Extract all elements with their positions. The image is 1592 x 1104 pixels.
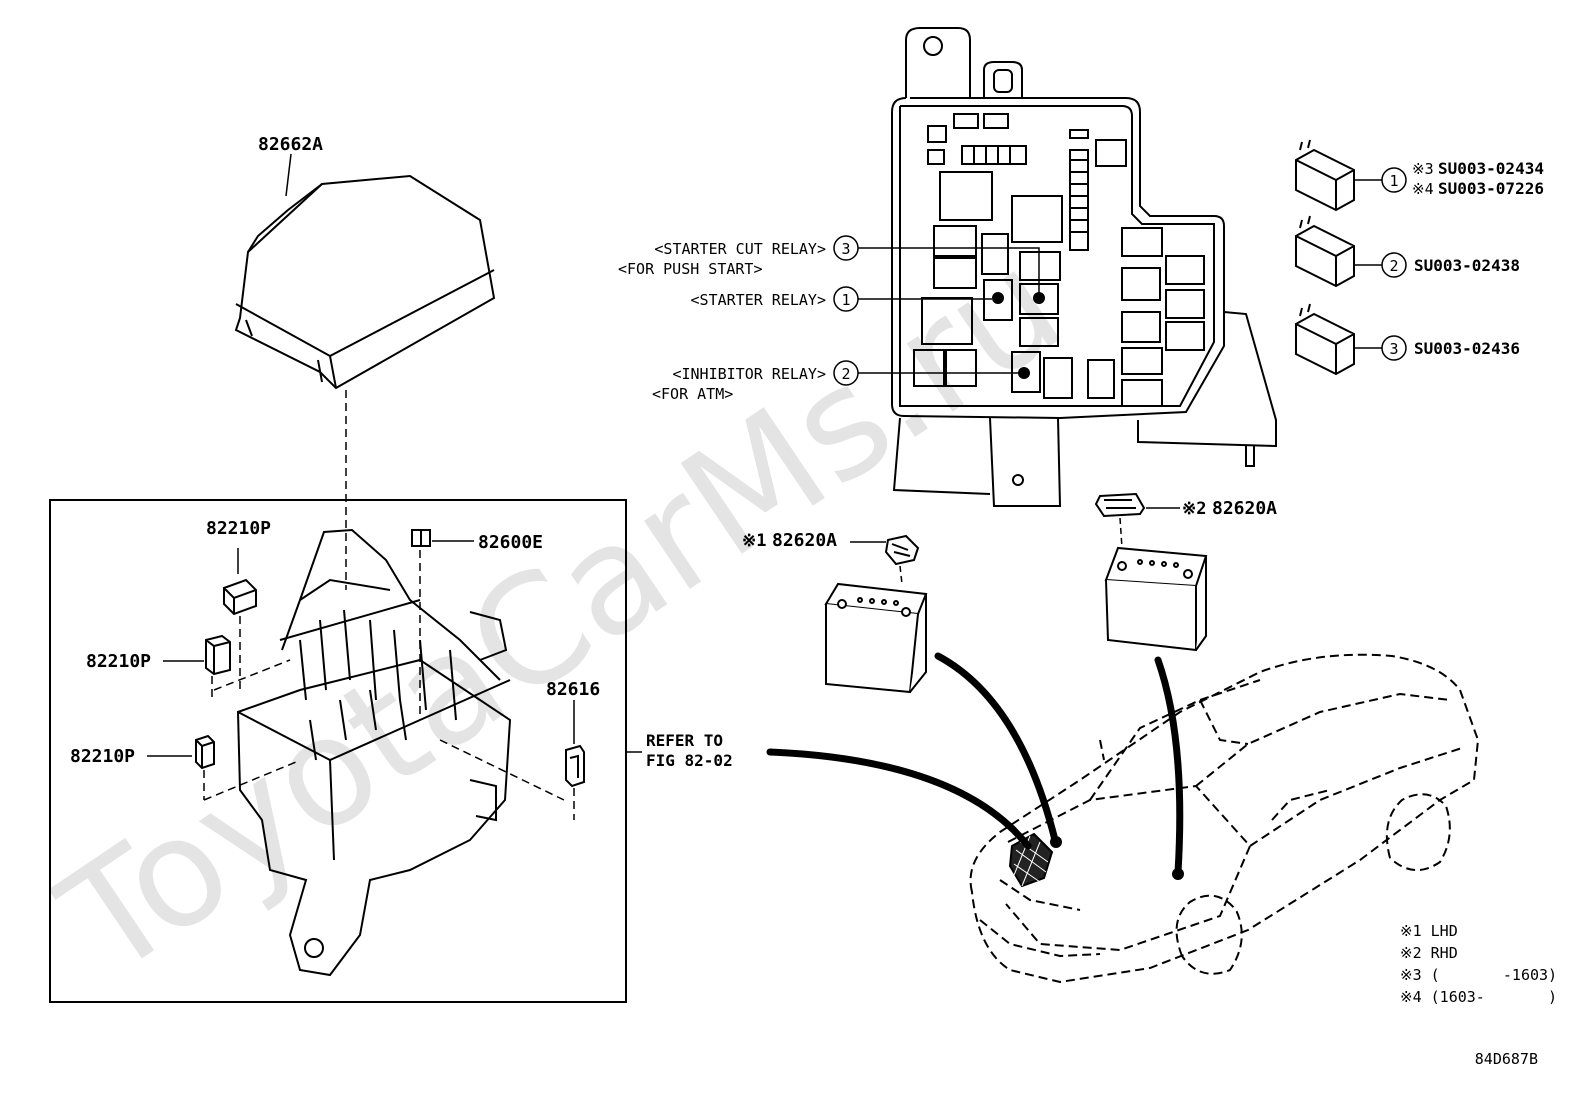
relay-82210p-low	[195, 734, 215, 770]
battery-lhd	[824, 582, 928, 694]
refer-line-2: FIG 82-02	[646, 751, 733, 770]
note-3: ※3 ( -1603)	[1400, 966, 1557, 984]
rhd-mark: ※2	[1182, 499, 1206, 519]
relay-82210p-top	[223, 578, 257, 616]
relay-part-1-number-b: SU003-07226	[1438, 179, 1544, 198]
relay-part-top-label: 82210P	[206, 518, 271, 539]
clip-82616	[565, 744, 585, 788]
cover-part-number: 82662A	[258, 134, 323, 155]
fuse-box-top-view	[891, 27, 1277, 507]
relay-leaders	[858, 247, 1040, 374]
starter-relay-label: <STARTER RELAY>	[691, 291, 826, 309]
notes: ※1 LHD ※2 RHD ※3 ( -1603) ※4 (1603- )	[1400, 922, 1557, 1006]
clip-part-label: 82616	[546, 679, 600, 700]
fuse-box-frame	[49, 499, 627, 1003]
callout-1-starter: 1	[833, 286, 859, 312]
lhd-part: 82620A	[772, 530, 837, 551]
watermark: ToyotaCarMs.ru	[32, 217, 1091, 1010]
location-leaders	[766, 652, 1184, 876]
fusible-link-rhd	[1094, 492, 1146, 518]
relay-part-mid-label: 82210P	[86, 651, 151, 672]
diagram-code: 84D687B	[1475, 1050, 1538, 1068]
battery-rhd	[1104, 546, 1208, 652]
fuse-box-body	[236, 528, 512, 977]
callout-2-number: 2	[841, 365, 850, 383]
callout-2-inhibitor: 2	[833, 360, 859, 386]
relay-part-1-callout: 1	[1389, 172, 1398, 190]
relay-part-1-mark-a: ※3	[1412, 160, 1434, 178]
inhibitor-relay-label: <INHIBITOR RELAY>	[672, 365, 826, 383]
location-dots	[1050, 836, 1184, 880]
starter-cut-relay-label: <STARTER CUT RELAY>	[654, 240, 826, 258]
note-4: ※4 (1603- )	[1400, 988, 1557, 1006]
for-atm-label: <FOR ATM>	[652, 385, 733, 403]
callout-1-number: 1	[841, 291, 850, 309]
callout-3-starter-cut: 3	[833, 235, 859, 261]
fusible-link-lhd	[884, 534, 920, 566]
lhd-mark: ※1	[742, 531, 766, 551]
fuse-part-label: 82600E	[478, 532, 543, 553]
relay-82210p-mid	[205, 634, 231, 676]
fuse-box-cover	[234, 174, 496, 390]
relay-part-1-mark-b: ※4	[1412, 180, 1434, 198]
relay-part-2-callout: 2	[1389, 257, 1398, 275]
rhd-part: 82620A	[1212, 498, 1277, 519]
push-start-label: <FOR PUSH START>	[618, 260, 763, 278]
relay-part-3-number: SU003-02436	[1414, 339, 1520, 358]
relay-part-2-number: SU003-02438	[1414, 256, 1520, 275]
cover-label: 82662A	[258, 134, 323, 197]
note-rhd: ※2 RHD	[1400, 944, 1458, 962]
relay-part-1: 1 ※3 SU003-02434 ※4 SU003-07226	[1295, 139, 1544, 212]
relay-part-2: 2 SU003-02438	[1295, 215, 1520, 288]
relay-part-3-callout: 3	[1389, 340, 1398, 358]
refer-line-1: REFER TO	[646, 731, 723, 750]
callout-3-number: 3	[841, 240, 850, 258]
relay-part-low-label: 82210P	[70, 746, 135, 767]
note-lhd: ※1 LHD	[1400, 922, 1458, 940]
engine-fuse-box-marker	[1008, 832, 1054, 888]
relay-part-3: 3 SU003-02436	[1295, 303, 1520, 376]
relay-part-1-number-a: SU003-02434	[1438, 159, 1544, 178]
fuse-82600e	[411, 529, 431, 547]
relay-position-dots	[992, 292, 1045, 379]
